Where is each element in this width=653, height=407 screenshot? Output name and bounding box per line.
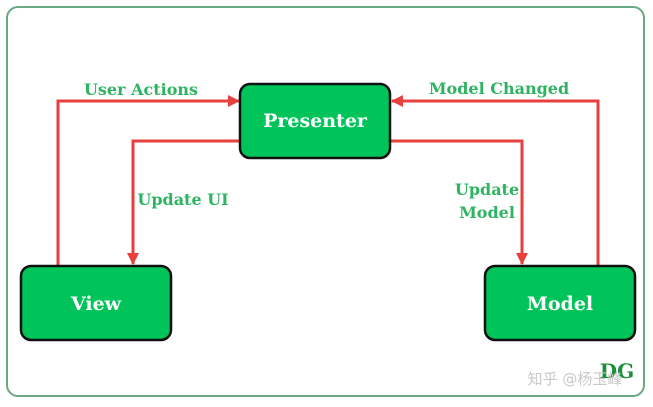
presenter-label: Presenter: [263, 110, 368, 132]
model-changed-label: Model Changed: [429, 79, 569, 98]
gfg-logo: DG: [600, 359, 634, 383]
user-actions-label: User Actions: [84, 80, 198, 99]
watermark-text: 知乎 @杨玉峰: [528, 370, 623, 388]
view-label: View: [70, 293, 122, 315]
arrow-update-model: [390, 139, 528, 265]
model-node: Model: [483, 264, 637, 342]
update-ui-label: Update UI: [137, 190, 228, 209]
presenter-node: Presenter: [238, 82, 392, 160]
arrow-update-ui: [127, 139, 240, 265]
arrow-model-changed: [391, 95, 600, 265]
view-node: View: [19, 264, 173, 342]
arrow-user-actions: [56, 95, 240, 265]
model-label: Model: [527, 293, 593, 315]
update-model-label-line2: Model: [459, 203, 515, 222]
update-model-label-line1: Update: [455, 180, 519, 199]
diagram-frame: [6, 6, 645, 397]
